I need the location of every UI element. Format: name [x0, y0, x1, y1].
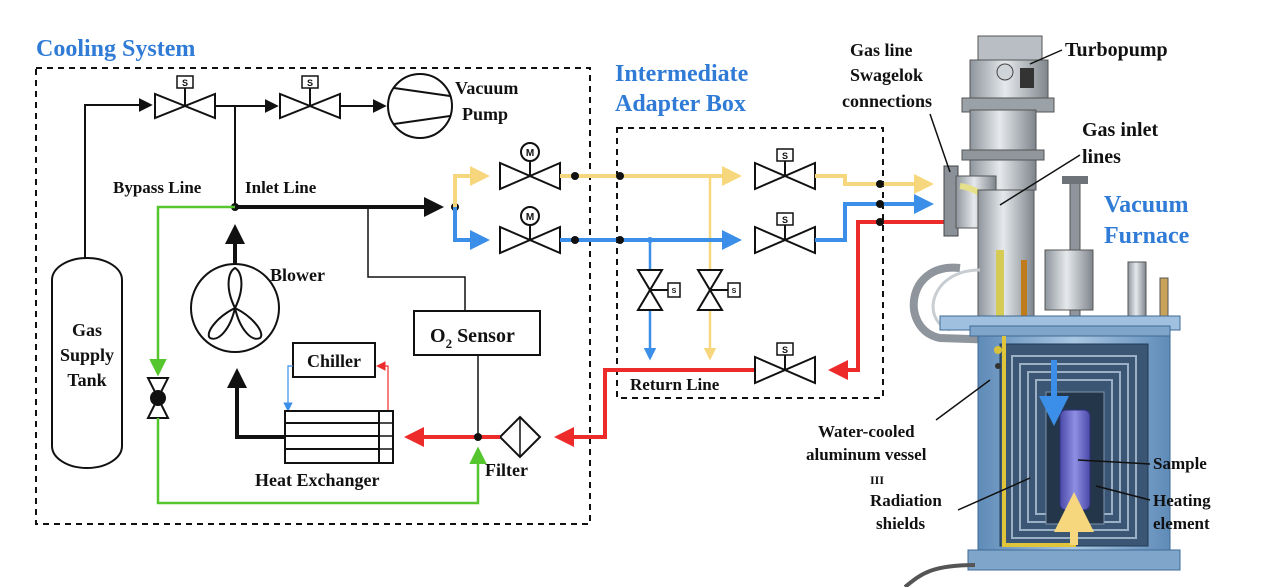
adapter-valve-top: S [754, 148, 816, 191]
vacuum-pump-label-1: Vacuum [455, 78, 518, 98]
solenoid-valve-1: S [154, 75, 216, 120]
filter [498, 415, 542, 459]
swagelok-label-3: connections [842, 91, 932, 111]
adapter-box-title-1: Intermediate [615, 61, 749, 87]
chiller-label: Chiller [307, 351, 361, 371]
adapter-valve-return: S [754, 342, 816, 385]
water-cooled-label-2: aluminum vessel [806, 445, 927, 464]
svg-text:S: S [182, 78, 188, 88]
heat-exchanger-label: Heat Exchanger [255, 470, 379, 490]
return-line-label: Return Line [630, 375, 720, 394]
svg-text:M: M [526, 212, 534, 223]
water-cooled-label-1: Water-cooled [818, 422, 915, 441]
swagelok-label-2: Swagelok [850, 65, 923, 85]
radiation-label-2: shields [876, 514, 926, 533]
o2-sensor: O2 Sensor [413, 310, 541, 356]
bypass-line-green [149, 205, 235, 377]
bypass-line-label: Bypass Line [113, 178, 202, 197]
blower [190, 263, 280, 353]
gas-tank-label-3: Tank [67, 370, 106, 390]
chiller [292, 342, 376, 378]
adapter-box [616, 127, 884, 399]
radiation-label-1: Radiation [870, 491, 942, 510]
gas-inlet-label-1: Gas inlet [1082, 119, 1158, 141]
turbopump-label: Turbopump [1065, 39, 1168, 61]
svg-text:S: S [732, 288, 737, 295]
heating-label-2: element [1153, 514, 1210, 533]
inlet-line-label: Inlet Line [245, 178, 317, 197]
gas-supply-tank [51, 257, 123, 469]
furnace-title-2: Furnace [1104, 223, 1190, 249]
supply-line [84, 98, 153, 258]
sample-label: Sample [1153, 454, 1207, 473]
vacuum-furnace [903, 35, 1181, 587]
svg-text:S: S [672, 288, 677, 295]
vacuum-pump-label-2: Pump [462, 104, 508, 124]
adapter-valve-yellow: S [696, 269, 741, 311]
return-line-red [554, 368, 758, 447]
svg-text:S: S [782, 151, 788, 161]
heating-label-1: Heating [1153, 491, 1211, 510]
cooling-system-box [35, 67, 591, 525]
svg-text:M: M [526, 148, 534, 159]
turbopump [961, 35, 1055, 113]
bypass-valve [146, 377, 170, 419]
heat-exchanger [284, 410, 394, 464]
adapter-box-title-2: Adapter Box [615, 91, 746, 117]
motor-valve-yellow: M [499, 142, 561, 191]
filter-label: Filter [485, 460, 528, 480]
furnace-title-1: Vacuum [1104, 192, 1188, 218]
svg-text:S: S [782, 215, 788, 225]
swagelok-label-1: Gas line [850, 40, 913, 60]
svg-text:S: S [782, 345, 788, 355]
adapter-valve-middle: S [754, 212, 816, 255]
blower-label: Blower [270, 265, 325, 285]
motor-valve-blue: M [499, 206, 561, 255]
solenoid-valve-2: S [279, 75, 341, 120]
gas-tank-label-1: Gas [72, 320, 102, 340]
equiv-mark: III [870, 473, 884, 487]
svg-text:O2 Sensor: O2 Sensor [430, 325, 515, 351]
cooling-system-title: Cooling System [36, 36, 195, 62]
svg-text:S: S [307, 78, 313, 88]
vacuum-pump [387, 73, 453, 139]
gas-tank-label-2: Supply [60, 345, 114, 365]
gas-inlet-label-2: lines [1082, 146, 1121, 168]
adapter-valve-blue: S [636, 269, 681, 311]
